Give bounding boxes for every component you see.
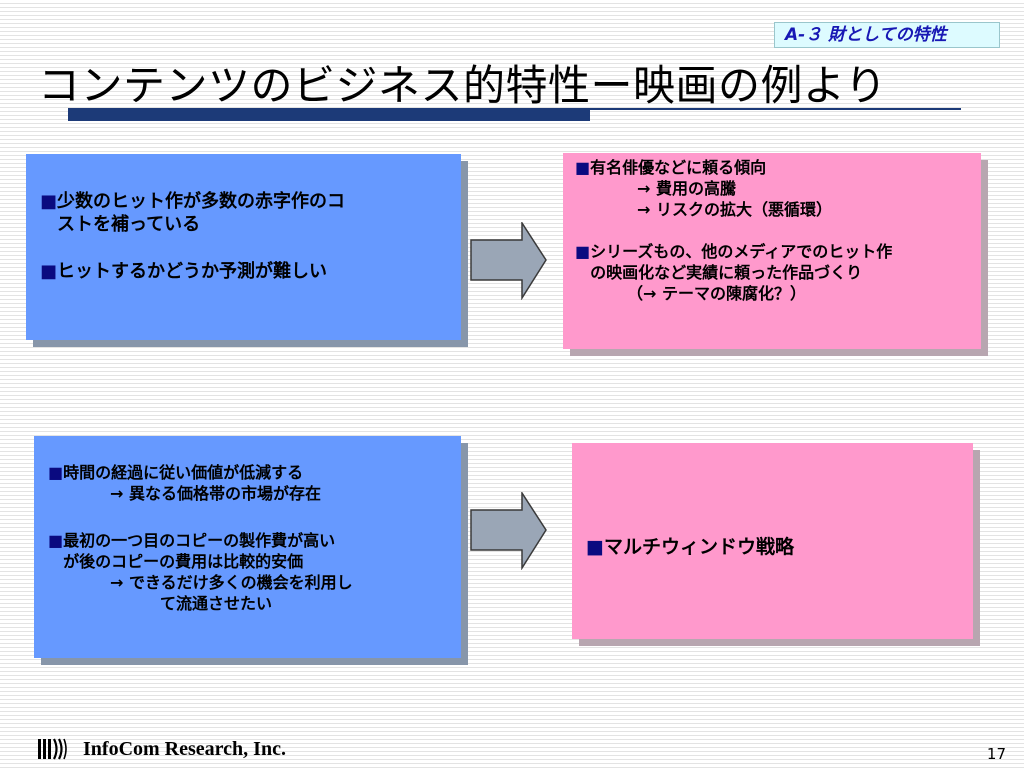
text-line: 少数のヒット作が多数の赤字作のコ bbox=[57, 191, 346, 212]
sub-line: （→ テーマの陳腐化？） bbox=[627, 284, 806, 303]
text-line: 最初の一つ目のコピーの製作費が高い bbox=[63, 531, 336, 550]
text-line: ストを補っている bbox=[57, 214, 201, 235]
text-line: 時間の経過に従い価値が低減する bbox=[63, 463, 304, 482]
text-line: が後のコピーの費用は比較的安価 bbox=[63, 552, 304, 571]
sub-line: → リスクの拡大（悪循環） bbox=[637, 200, 832, 219]
list-item: ■ ヒットするかどうか予測が難しい bbox=[40, 260, 447, 283]
text-line: シリーズもの、他のメディアでのヒット作 bbox=[590, 242, 893, 261]
bullet-icon: ■ bbox=[575, 242, 591, 261]
bullet-icon: ■ bbox=[40, 261, 58, 282]
page-number: 17 bbox=[986, 745, 1006, 763]
box-time-value: ■ 時間の経過に従い価値が低減する → 異なる価格帯の市場が存在 ■ 最初の一つ… bbox=[34, 436, 461, 658]
text-line: 有名俳優などに頼る傾向 bbox=[590, 158, 767, 177]
sub-line: → できるだけ多くの機会を利用し bbox=[110, 573, 353, 592]
right-arrow-icon bbox=[470, 222, 547, 300]
sub-line: → 費用の高騰 bbox=[637, 179, 736, 198]
sub-line: て流通させたい bbox=[160, 594, 273, 613]
list-item: ■ 最初の一つ目のコピーの製作費が高い が後のコピーの費用は比較的安価 bbox=[48, 530, 447, 572]
bullet-icon: ■ bbox=[48, 531, 64, 550]
page-title: コンテンツのビジネス的特性ー映画の例より bbox=[38, 61, 888, 110]
bullet-icon: ■ bbox=[40, 191, 58, 212]
list-item: ■ シリーズもの、他のメディアでのヒット作 の映画化など実績に頼った作品づくり bbox=[575, 241, 969, 283]
title-accent-bar bbox=[68, 109, 590, 121]
sub-line: → 異なる価格帯の市場が存在 bbox=[110, 484, 321, 503]
bullet-icon: ■ bbox=[586, 536, 604, 558]
infocom-logo-icon bbox=[38, 738, 67, 760]
bullet-icon: ■ bbox=[48, 463, 64, 482]
list-item: ■ 有名俳優などに頼る傾向 bbox=[575, 157, 969, 178]
list-item: ■ マルチウィンドウ戦略 bbox=[586, 535, 959, 559]
bullet-icon: ■ bbox=[575, 158, 591, 177]
list-item: ■ 時間の経過に従い価値が低減する bbox=[48, 462, 447, 483]
box-multi-window-strategy: ■ マルチウィンドウ戦略 bbox=[572, 443, 973, 639]
section-tag: A-３ 財としての特性 bbox=[774, 22, 1000, 48]
box-risk-avoidance: ■ 有名俳優などに頼る傾向 → 費用の高騰 → リスクの拡大（悪循環） ■ シリ… bbox=[563, 153, 981, 349]
text-line: ヒットするかどうか予測が難しい bbox=[57, 261, 328, 282]
box-film-economics: ■ 少数のヒット作が多数の赤字作のコ ストを補っている ■ ヒットするかどうか予… bbox=[26, 154, 461, 340]
right-arrow-icon bbox=[470, 492, 547, 570]
company-name: InfoCom Research, Inc. bbox=[83, 738, 286, 760]
text-line: の映画化など実績に頼った作品づくり bbox=[590, 263, 863, 282]
text-line: マルチウィンドウ戦略 bbox=[603, 536, 794, 558]
list-item: ■ 少数のヒット作が多数の赤字作のコ ストを補っている bbox=[40, 190, 447, 236]
